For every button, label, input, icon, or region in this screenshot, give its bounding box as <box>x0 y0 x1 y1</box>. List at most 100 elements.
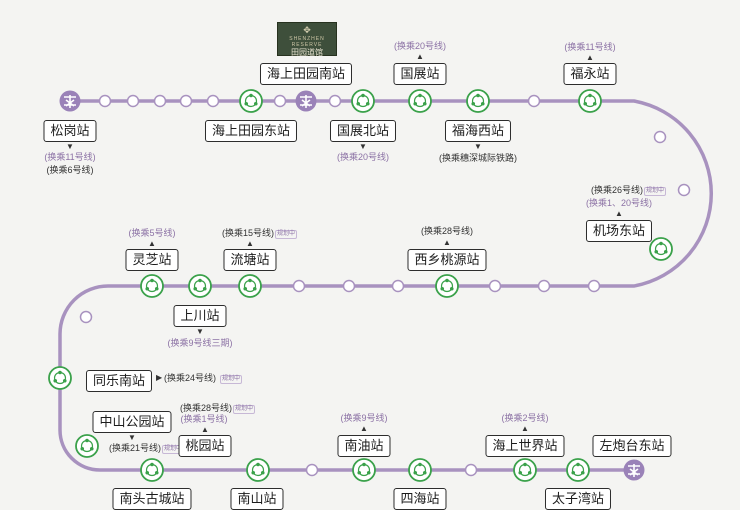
station-marker[interactable] <box>464 463 478 477</box>
transfer-xixiang-28: (换乘28号线) <box>420 226 474 236</box>
station-marker[interactable] <box>273 94 287 108</box>
metro-depot-icon[interactable] <box>295 90 317 112</box>
station-marker[interactable] <box>98 94 112 108</box>
arrow-up-icon: ▲ <box>360 424 368 433</box>
station-label-tongle-nan[interactable]: 同乐南站 <box>85 370 153 392</box>
transfer-station-icon[interactable] <box>140 458 164 482</box>
station-marker[interactable] <box>305 463 319 477</box>
metro-depot-icon[interactable] <box>59 90 81 112</box>
transfer-haishang-shijie-2: (换乘2号线) <box>501 413 549 423</box>
station-marker[interactable] <box>328 94 342 108</box>
station-marker[interactable] <box>537 279 551 293</box>
station-label-guozhan-bei[interactable]: 国展北站 <box>329 120 397 142</box>
station-marker[interactable] <box>153 94 167 108</box>
transfer-station-icon[interactable] <box>649 237 673 261</box>
metro-depot-icon[interactable] <box>623 459 645 481</box>
transfer-station-icon[interactable] <box>246 458 270 482</box>
transfer-fuhai-xi-rail: (换乘穗深城际铁路) <box>439 153 517 163</box>
metro-line-route <box>58 99 713 472</box>
transfer-station-icon[interactable] <box>566 458 590 482</box>
station-marker[interactable] <box>79 310 93 324</box>
station-marker[interactable] <box>391 279 405 293</box>
transfer-taoyuan-1: (换乘1号线) <box>180 414 228 424</box>
transfer-station-icon[interactable] <box>435 274 459 298</box>
station-marker[interactable] <box>206 94 220 108</box>
transfer-fuyong-11: (换乘11号线) <box>564 42 616 52</box>
transfer-station-icon[interactable] <box>408 458 432 482</box>
transfer-nanyou-9: (换乘9号线) <box>340 413 388 423</box>
planning-tag: 规划中 <box>220 375 243 384</box>
station-label-haishang-shijie[interactable]: 海上世界站 <box>485 435 565 457</box>
station-label-zhongshan-gongyuan[interactable]: 中山公园站 <box>92 411 172 433</box>
arrow-right-icon: ▶ <box>156 373 163 382</box>
station-marker[interactable] <box>179 94 193 108</box>
transfer-guozhan-bei-20: (换乘20号线) <box>336 152 390 162</box>
planning-tag: 规划中 <box>644 187 667 196</box>
logo-badge: ✥ SHENZHEN RESERVE 田园道馆 <box>277 22 337 57</box>
transfer-taoyuan-28: (换乘28号线) <box>179 403 233 413</box>
arrow-up-icon: ▲ <box>443 238 451 247</box>
station-label-liutang[interactable]: 流塘站 <box>223 249 277 271</box>
arrow-down-icon: ▼ <box>128 433 136 442</box>
transfer-station-icon[interactable] <box>352 458 376 482</box>
station-marker[interactable] <box>488 279 502 293</box>
logo-cn: 田园道馆 <box>291 48 323 57</box>
station-label-zuopaotai-dong[interactable]: 左炮台东站 <box>592 435 672 457</box>
transfer-station-icon[interactable] <box>513 458 537 482</box>
arrow-up-icon: ▲ <box>521 424 529 433</box>
arrow-up-icon: ▲ <box>201 425 209 434</box>
logo-emblem-icon: ✥ <box>303 25 311 35</box>
transfer-jichang-26: (换乘26号线) <box>590 185 644 195</box>
station-marker[interactable] <box>126 94 140 108</box>
transfer-songgang-11: (换乘11号线) <box>44 152 96 162</box>
station-label-taoyuan[interactable]: 桃园站 <box>178 435 232 457</box>
transfer-station-icon[interactable] <box>75 434 99 458</box>
station-marker[interactable] <box>342 279 356 293</box>
logo-en: SHENZHEN RESERVE <box>289 36 325 48</box>
transfer-station-icon[interactable] <box>238 274 262 298</box>
station-label-shangchuan[interactable]: 上川站 <box>173 305 227 327</box>
station-label-nanshan[interactable]: 南山站 <box>230 488 284 510</box>
station-label-jichang-dong[interactable]: 机场东站 <box>585 220 653 242</box>
transfer-station-icon[interactable] <box>578 89 602 113</box>
transfer-station-icon[interactable] <box>408 89 432 113</box>
station-marker[interactable] <box>653 130 667 144</box>
station-marker[interactable] <box>587 279 601 293</box>
transfer-station-icon[interactable] <box>188 274 212 298</box>
transfer-shangchuan-9: (换乘9号线三期) <box>167 338 233 348</box>
station-marker[interactable] <box>677 183 691 197</box>
station-label-guozhan[interactable]: 国展站 <box>393 63 447 85</box>
station-label-haishang-tianyuan-dong[interactable]: 海上田园东站 <box>204 120 298 142</box>
station-marker[interactable] <box>527 94 541 108</box>
transfer-jichang-1-20: (换乘1、20号线) <box>585 198 653 208</box>
arrow-up-icon: ▲ <box>246 239 254 248</box>
transfer-station-icon[interactable] <box>140 274 164 298</box>
arrow-up-icon: ▲ <box>615 209 623 218</box>
planning-tag: 规划中 <box>233 405 256 414</box>
arrow-down-icon: ▼ <box>359 142 367 151</box>
transfer-guozhan-20: (换乘20号线) <box>393 41 447 51</box>
station-label-lingzhi[interactable]: 灵芝站 <box>125 249 179 271</box>
transfer-tongle-24: (换乘24号线) <box>163 373 217 383</box>
arrow-down-icon: ▼ <box>474 142 482 151</box>
station-marker[interactable] <box>292 279 306 293</box>
transfer-station-icon[interactable] <box>48 366 72 390</box>
arrow-up-icon: ▲ <box>416 52 424 61</box>
station-label-nanyou[interactable]: 南油站 <box>337 435 391 457</box>
station-label-fuyong[interactable]: 福永站 <box>563 63 617 85</box>
transfer-liutang-15: (换乘15号线) <box>221 228 275 238</box>
station-label-sihai[interactable]: 四海站 <box>393 488 447 510</box>
station-label-haishang-tianyuan-nan[interactable]: 海上田园南站 <box>259 63 353 85</box>
station-label-taiziwan[interactable]: 太子湾站 <box>544 488 612 510</box>
transfer-zhongshan-21: (换乘21号线) <box>108 443 162 453</box>
station-label-songgang[interactable]: 松岗站 <box>43 120 97 142</box>
station-label-xixiang-taoyuan[interactable]: 西乡桃源站 <box>407 249 487 271</box>
arrow-down-icon: ▼ <box>66 142 74 151</box>
station-label-nantou-gucheng[interactable]: 南头古城站 <box>112 488 192 510</box>
transfer-station-icon[interactable] <box>351 89 375 113</box>
arrow-down-icon: ▼ <box>196 327 204 336</box>
transfer-station-icon[interactable] <box>466 89 490 113</box>
station-label-fuhai-xi[interactable]: 福海西站 <box>444 120 512 142</box>
transfer-station-icon[interactable] <box>239 89 263 113</box>
